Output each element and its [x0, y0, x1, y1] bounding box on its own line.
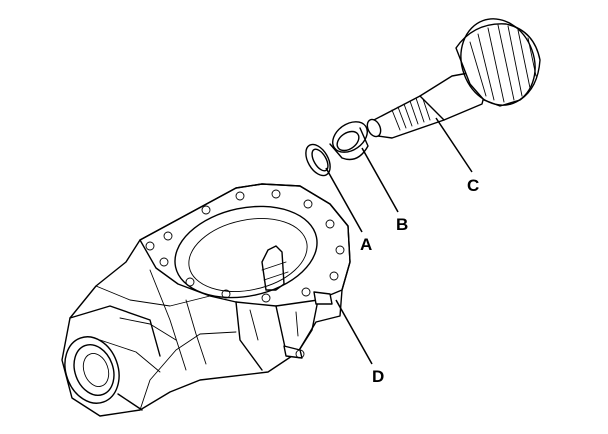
- callout-label-a: A: [360, 235, 372, 254]
- callout-label-b: B: [396, 215, 408, 234]
- callout-line-a: [325, 167, 363, 233]
- callout-line-c: [435, 117, 473, 173]
- carrier-housing: [61, 183, 351, 417]
- callout-label-c: C: [467, 176, 479, 195]
- drive-pinion: [366, 18, 541, 139]
- callout-labels: A B C D: [360, 176, 479, 386]
- callout-label-d: D: [372, 367, 384, 386]
- callout-lines: [325, 117, 473, 365]
- callout-line-d: [335, 299, 373, 365]
- callout-line-b: [361, 147, 399, 213]
- snap-ring: [305, 143, 331, 177]
- bearing-collar: [329, 121, 369, 161]
